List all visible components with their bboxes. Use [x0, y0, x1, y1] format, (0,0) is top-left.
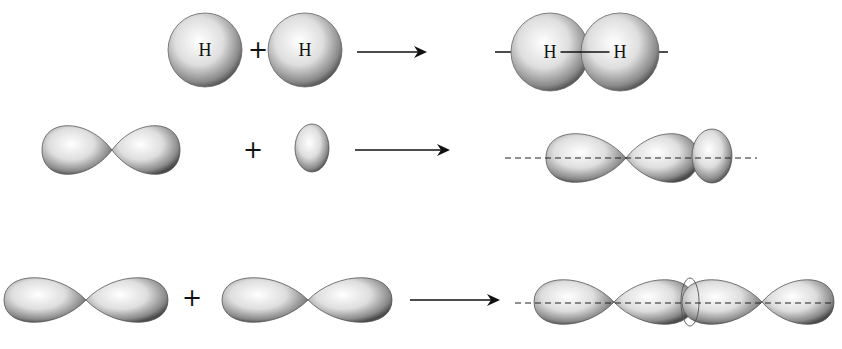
sphere-shape — [511, 13, 589, 91]
plus-sign: + — [248, 38, 268, 62]
p-orbital-lobe — [534, 280, 614, 325]
p-orbital-lobe — [762, 280, 834, 325]
atom-symbol: H — [299, 41, 312, 59]
p-orbital-lobe — [112, 126, 180, 175]
reaction-arrow — [355, 149, 444, 151]
atom-sphere: H — [267, 12, 343, 88]
arrow-head — [487, 294, 500, 306]
plus-sign: + — [243, 138, 263, 162]
p-orbital-lobe — [86, 278, 168, 323]
atom-symbol: H — [544, 43, 557, 61]
atom-sphere: H — [167, 12, 243, 88]
p-orbital-lobe — [308, 278, 392, 323]
arrow-head — [414, 46, 427, 58]
bond-axis — [505, 157, 757, 158]
sphere-shape — [268, 13, 342, 87]
plus-sign: + — [182, 286, 202, 310]
reaction-arrow — [410, 299, 494, 301]
atom-sphere: H — [510, 12, 590, 92]
p-orbital-lobe — [682, 280, 762, 325]
p-orbital-lobe — [4, 278, 86, 323]
arrow-head — [437, 144, 450, 156]
reaction-arrow — [357, 51, 421, 53]
p-orbital-lobe — [42, 126, 112, 175]
atom-sphere: H — [580, 12, 660, 92]
atom-symbol: H — [199, 41, 212, 59]
overlap-region — [681, 278, 699, 326]
sphere-shape — [168, 13, 242, 87]
s-orbital — [295, 124, 329, 172]
p-orbital-lobe — [222, 278, 308, 323]
s-orbital — [692, 129, 732, 183]
sphere-shape — [581, 13, 659, 91]
atom-symbol: H — [614, 43, 627, 61]
bond-axis — [515, 302, 833, 303]
